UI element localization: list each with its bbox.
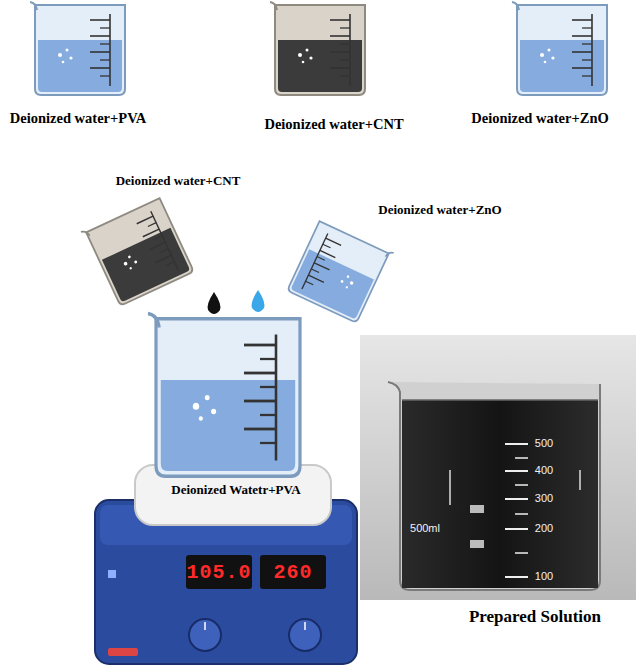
beaker-label: Deionized water+PVA: [10, 110, 146, 127]
scale-mark: 500: [535, 437, 553, 450]
beaker-label: Deionized water+ZnO: [471, 110, 609, 127]
scale-mark: 400: [535, 464, 553, 477]
display-value: 260: [273, 561, 312, 584]
beaker-label: Deionized water+CNT: [116, 174, 241, 189]
beaker-label: Deionized Watetr+PVA: [171, 483, 300, 498]
scale-mark: 100: [535, 570, 553, 583]
beaker-label: Deionized water+ZnO: [378, 203, 501, 218]
photo-caption: Prepared Solution: [469, 607, 601, 627]
beaker-label: Deionized water+CNT: [264, 116, 403, 133]
scale-mark: 500ml: [410, 522, 440, 535]
display-value: 105.0: [186, 561, 251, 584]
scale-mark: 300: [535, 492, 553, 505]
scale-mark: 200: [535, 522, 553, 535]
